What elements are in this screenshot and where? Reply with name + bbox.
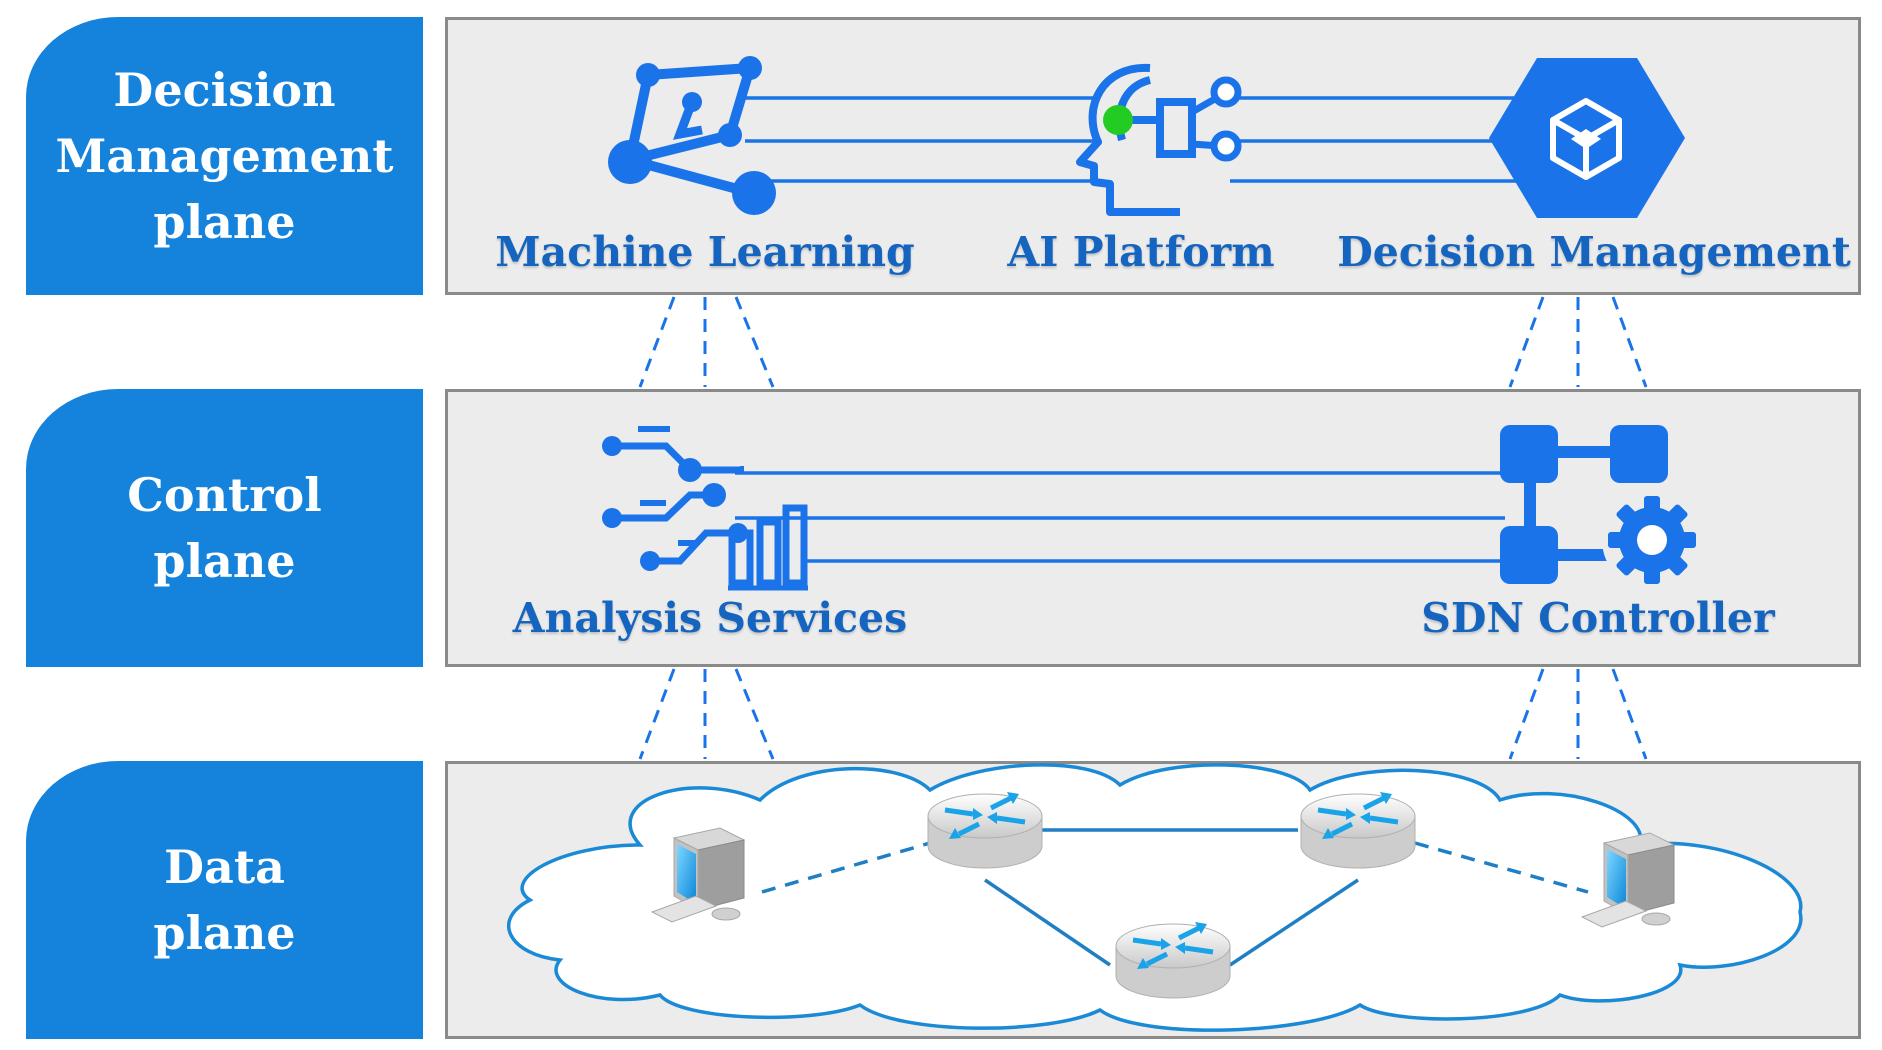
analysis-services-label: Analysis Services [512, 594, 908, 642]
router-icon [1116, 922, 1230, 998]
network-cloud [507, 763, 1803, 1032]
sdn-controller-label: SDN Controller [1421, 594, 1775, 642]
decision-plane-links [745, 96, 1525, 183]
dashed-links [638, 296, 1648, 760]
data-plane-title: Data plane [153, 840, 296, 960]
flow-gear-icon [1500, 425, 1702, 590]
machine-learning-icon [608, 56, 776, 215]
ai-head-icon [1076, 63, 1242, 216]
machine-learning-label: Machine Learning [495, 228, 915, 276]
control-plane-tab: Control plane [26, 389, 423, 667]
data-plane-tab: Data plane [26, 761, 423, 1039]
ai-platform-label: AI Platform [1007, 228, 1275, 276]
decision-management-plane-tab: Decision Management plane [26, 17, 423, 295]
hexagon-cube-icon [1489, 58, 1685, 218]
control-plane-links [735, 471, 1505, 563]
network-links [761, 828, 1589, 967]
router-icon [1301, 792, 1415, 868]
decision-management-label: Decision Management [1337, 228, 1851, 276]
control-plane-title: Control plane [127, 468, 322, 588]
circuit-chart-icon [602, 426, 808, 591]
router-icon [928, 792, 1042, 868]
decision-plane-title: Decision Management plane [55, 63, 394, 249]
